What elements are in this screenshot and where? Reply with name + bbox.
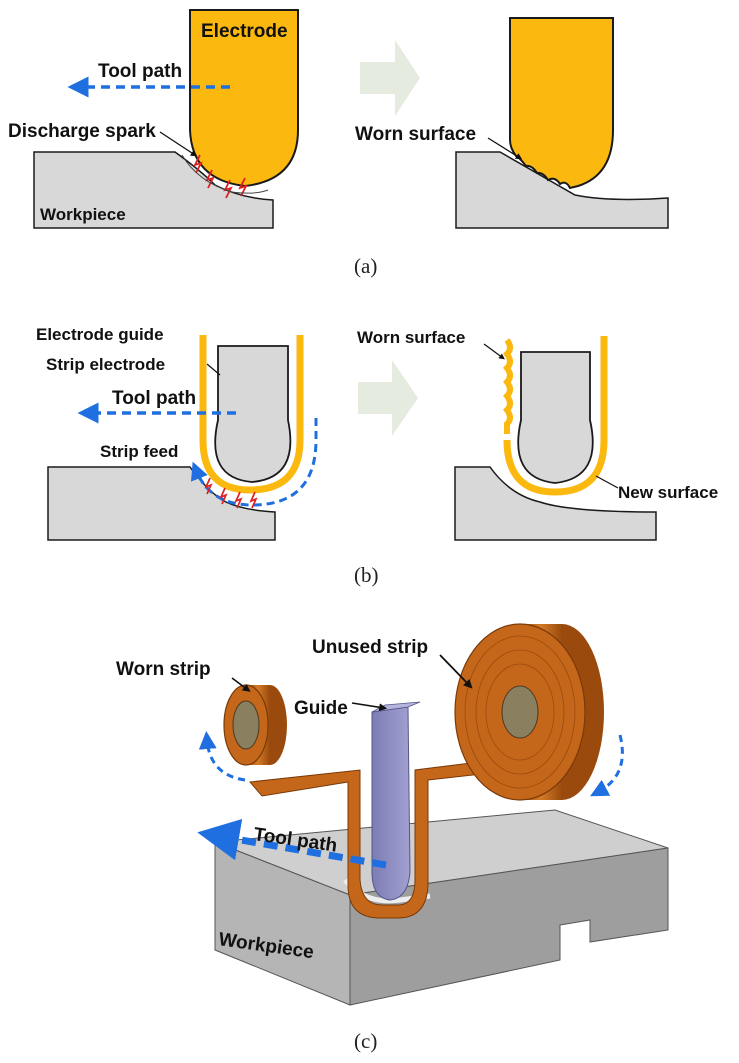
process-arrow-a <box>360 40 420 116</box>
worn-surface-leader-b <box>483 343 505 360</box>
electrode-guide-b <box>214 345 292 483</box>
caption-c: (c) <box>354 1029 377 1053</box>
guide-leader <box>351 702 388 712</box>
worn-strip-label: Worn strip <box>116 659 211 680</box>
guide-c <box>371 706 411 901</box>
tool-path-label-a: Tool path <box>98 61 182 82</box>
strip-electrode-label: Strip electrode <box>46 355 165 374</box>
worn-strip-rotation-arrow <box>198 731 246 782</box>
new-surface-leader <box>595 475 619 489</box>
unused-strip-rotation-arrow <box>590 734 624 797</box>
unused-strip-leader <box>439 654 473 689</box>
worn-strip-leader <box>231 677 251 692</box>
worn-surface-leader-a <box>487 137 523 160</box>
strip-feed-label: Strip feed <box>100 442 178 461</box>
strip-electrode-leader <box>206 363 221 376</box>
caption-a: (a) <box>354 254 377 278</box>
discharge-spark-icons <box>193 154 248 199</box>
tool-path-arrow-c <box>197 818 387 869</box>
strip-electrode-b <box>199 335 304 494</box>
electrode-guide-label: Electrode guide <box>36 325 164 344</box>
new-strip-b <box>503 336 608 496</box>
unused-strip-label: Unused strip <box>312 637 428 658</box>
worn-strip-roll <box>223 684 287 766</box>
worn-surface-label-b: Worn surface <box>357 328 465 347</box>
discharge-spark-label: Discharge spark <box>8 121 156 142</box>
panel-b: Electrode guide Strip electrode Tool pat… <box>36 325 718 587</box>
unused-strip-roll <box>454 623 604 801</box>
workpiece-a-right <box>455 151 669 229</box>
caption-b: (b) <box>354 563 379 587</box>
discharge-spark-icons-b <box>204 477 258 509</box>
electrode-guide-b-right <box>517 351 594 484</box>
worn-strip-b <box>503 338 513 434</box>
workpiece-c-side <box>349 847 669 1006</box>
discharge-zone-outline <box>181 154 269 194</box>
workpiece-b-right <box>454 466 657 541</box>
workpiece-label-a: Workpiece <box>40 205 126 224</box>
new-surface-label: New surface <box>618 483 718 502</box>
electrode-label: Electrode <box>201 21 288 42</box>
process-arrow-b <box>358 360 418 436</box>
tool-path-label-b: Tool path <box>112 388 196 409</box>
guide-label: Guide <box>294 698 348 719</box>
discharge-spark-leader <box>159 131 198 157</box>
panel-c: Workpiece Guide Worn strip Unuse <box>116 623 669 1053</box>
worn-surface-label-a: Worn surface <box>355 124 476 145</box>
worn-electrode-a <box>509 17 614 190</box>
panel-a: Electrode Tool path Discharge spark Work… <box>8 9 669 278</box>
